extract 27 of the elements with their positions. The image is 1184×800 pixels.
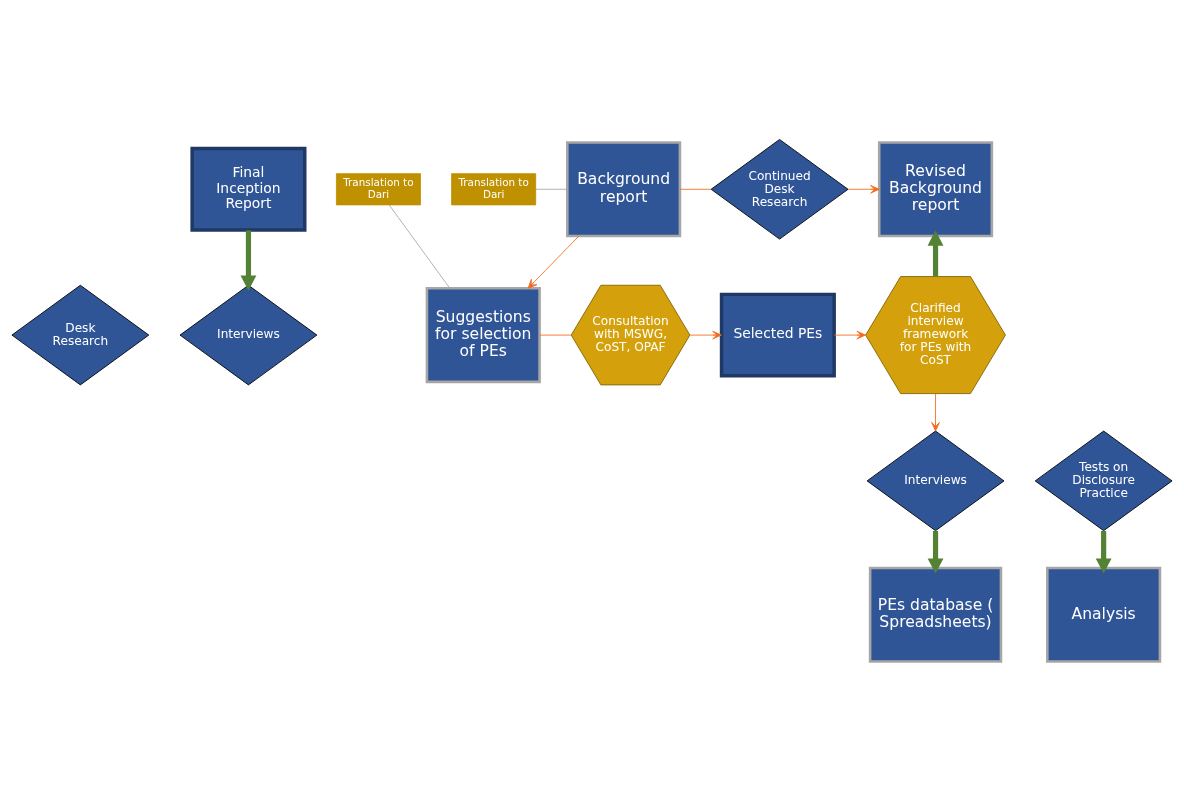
node-box: Suggestions for selection of PEs bbox=[425, 286, 541, 383]
node-diamond: Continued Desk Research bbox=[710, 138, 849, 240]
arrow bbox=[833, 330, 866, 339]
connector bbox=[679, 188, 712, 190]
node-box: Background report bbox=[566, 140, 682, 237]
arrow bbox=[240, 229, 257, 291]
node-box: Selected PEs bbox=[719, 292, 836, 378]
arrow bbox=[689, 330, 722, 339]
node-diamond: Interviews bbox=[866, 430, 1005, 531]
node-box: PEs database ( Spreadsheets) bbox=[868, 566, 1003, 663]
node-box: Translation to Dari bbox=[335, 172, 421, 205]
arrow bbox=[847, 184, 880, 194]
node-box: Final Inception Report bbox=[190, 146, 307, 232]
connector bbox=[388, 204, 451, 289]
node-box: Revised Background report bbox=[877, 140, 994, 237]
arrow bbox=[527, 235, 580, 289]
arrow bbox=[927, 530, 944, 573]
arrow bbox=[927, 230, 944, 277]
connector bbox=[539, 334, 572, 335]
arrow bbox=[1095, 530, 1112, 573]
node-diamond: Tests on Disclosure Practice bbox=[1034, 430, 1173, 531]
node-box: Translation to Dari bbox=[451, 172, 537, 205]
arrow bbox=[931, 392, 940, 431]
node-diamond: Interviews bbox=[179, 284, 318, 385]
node-diamond: Desk Research bbox=[11, 284, 150, 385]
node-box: Analysis bbox=[1046, 566, 1162, 663]
connector bbox=[535, 188, 568, 190]
